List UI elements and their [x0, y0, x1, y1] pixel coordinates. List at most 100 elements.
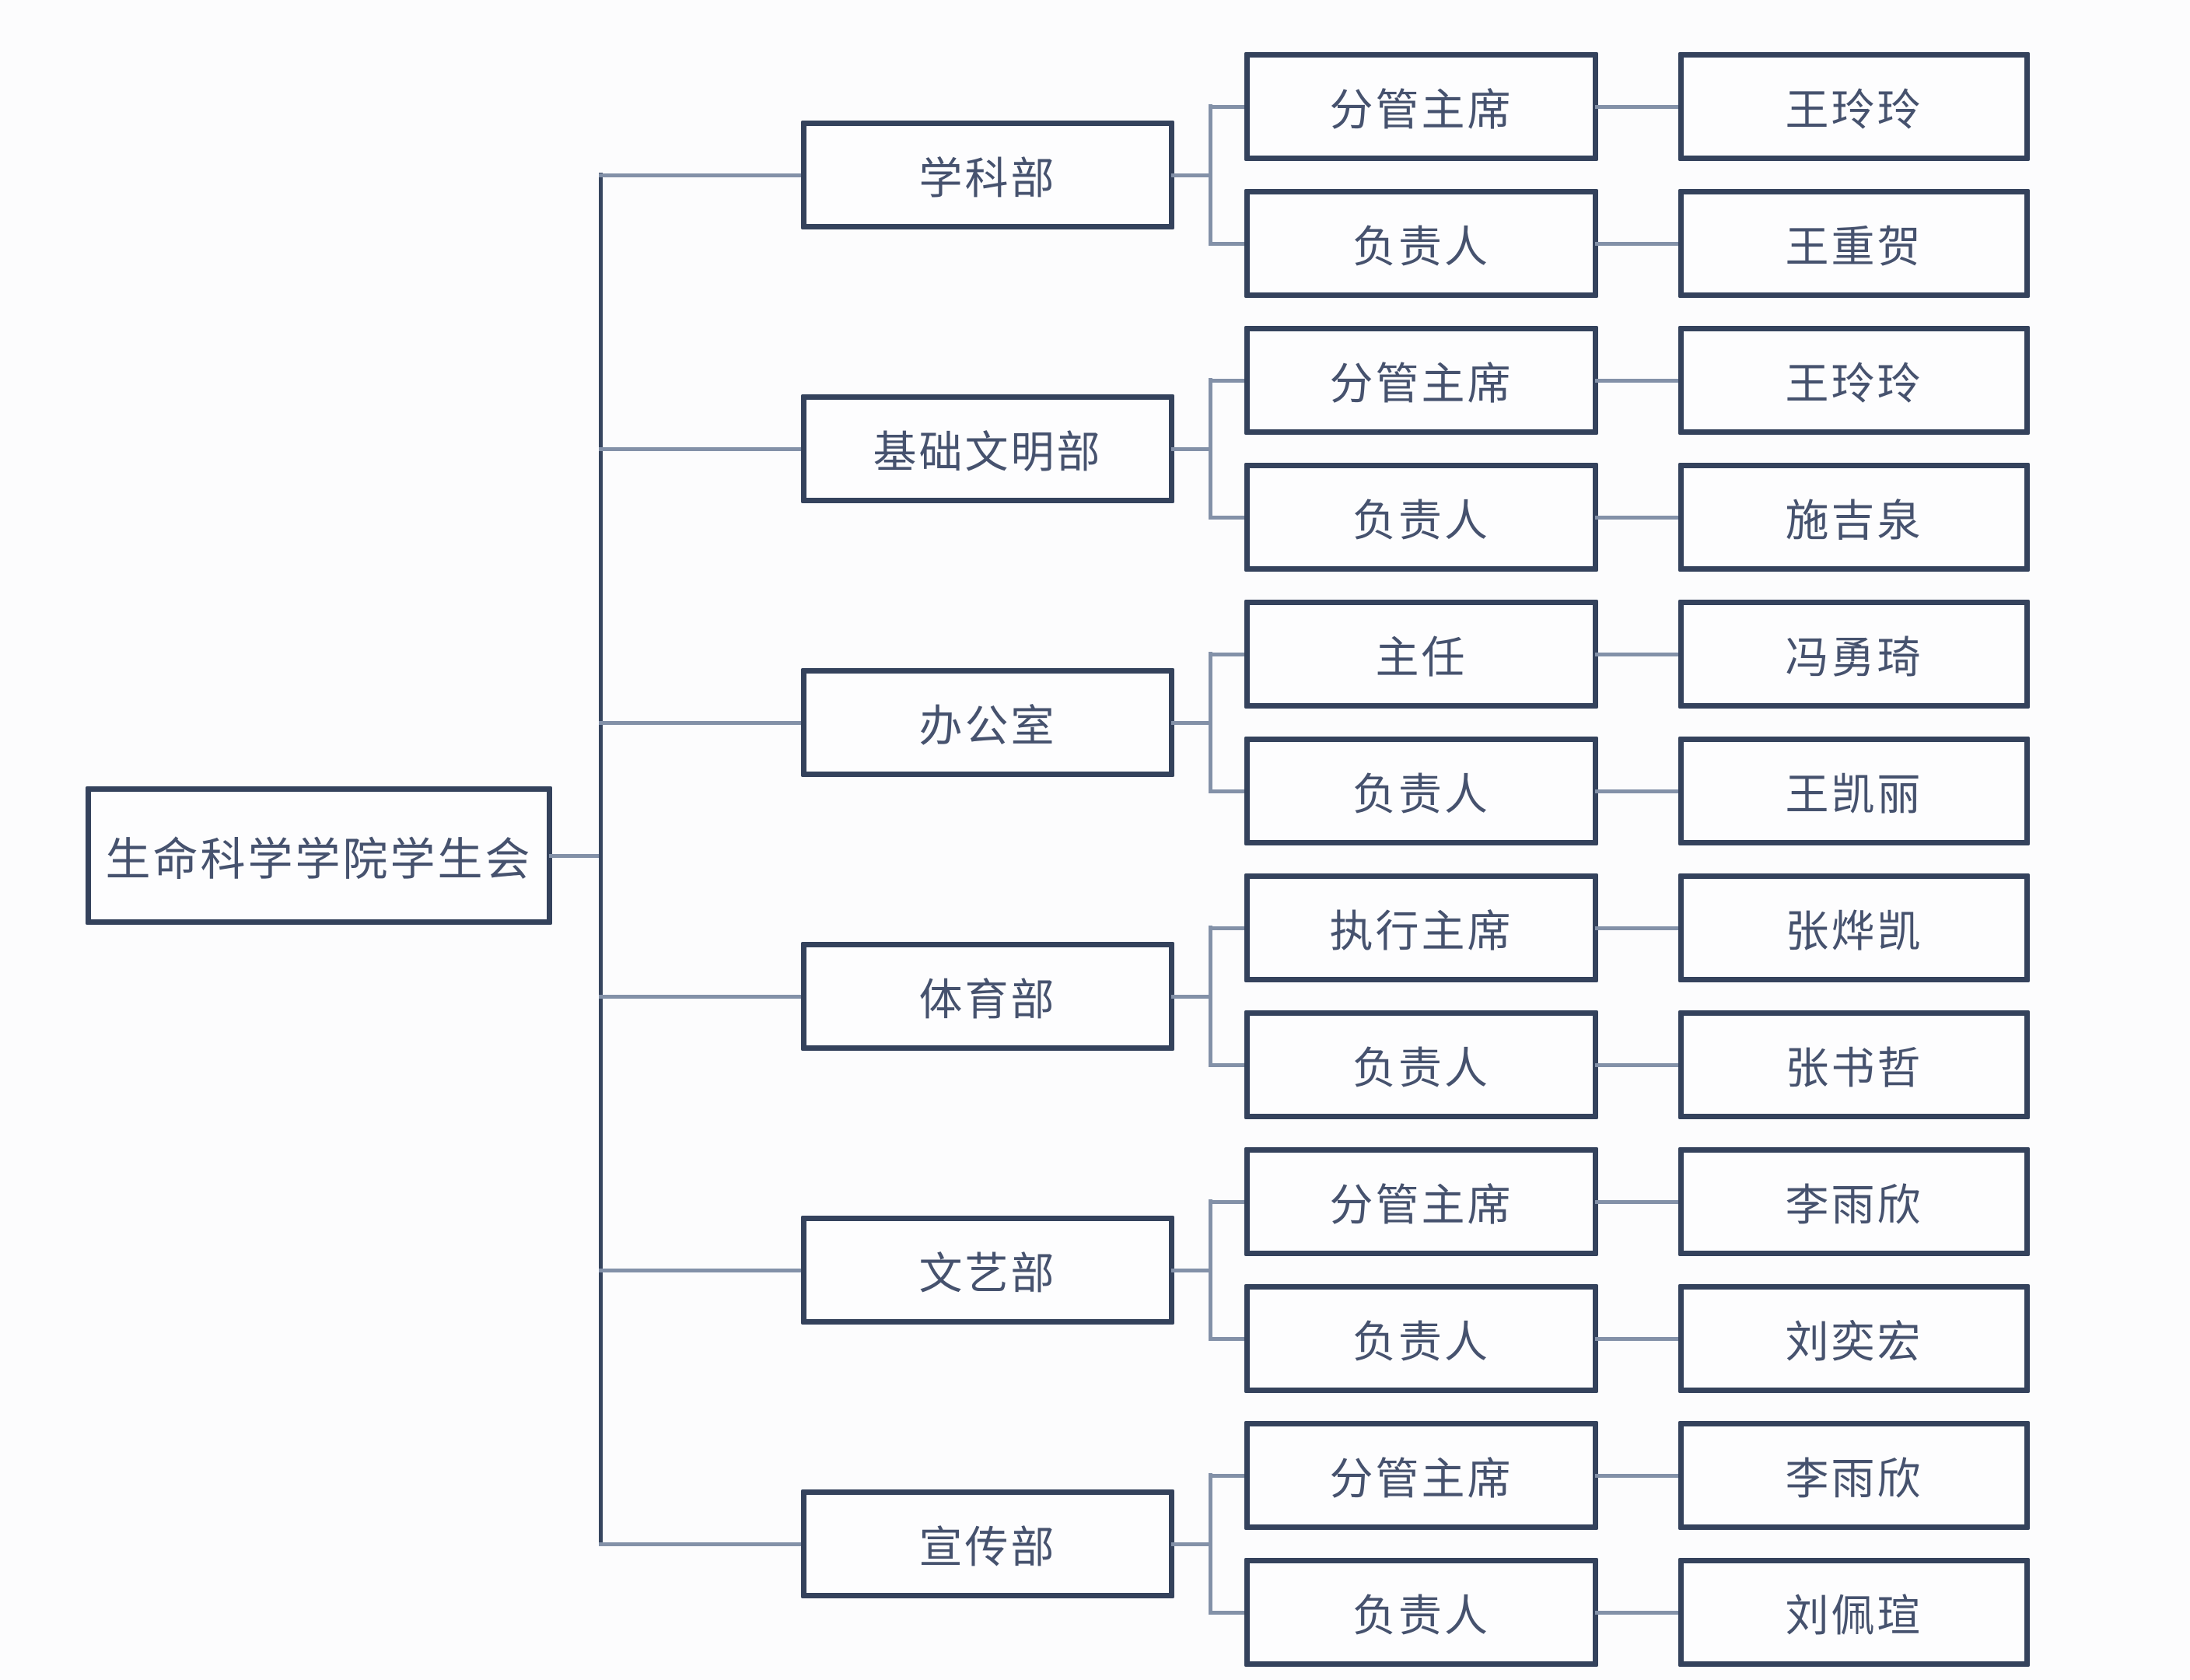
- name-connector-line: [1595, 379, 1680, 383]
- role-label: 执行主席: [1329, 906, 1513, 956]
- bracket-line: [1209, 1473, 1212, 1615]
- name-connector-line: [1595, 653, 1680, 656]
- department-connector-line: [599, 721, 803, 725]
- department-label: 宣传部: [918, 1522, 1057, 1572]
- department-box: 体育部: [801, 942, 1174, 1051]
- role-label: 分管主席: [1329, 1180, 1513, 1230]
- role-box: 负责人: [1244, 737, 1598, 845]
- name-box: 张书哲: [1678, 1010, 2030, 1119]
- department-connector-line: [599, 1542, 803, 1546]
- name-connector-line: [1595, 1611, 1680, 1615]
- name-connector-line: [1595, 516, 1680, 520]
- name-box: 王重贺: [1678, 189, 2030, 298]
- bracket-line: [1209, 1199, 1212, 1341]
- spine-line: [599, 173, 603, 1546]
- name-box: 王玲玲: [1678, 326, 2030, 435]
- bracket-role-line: [1209, 516, 1246, 520]
- name-label: 施吉泉: [1785, 495, 1923, 545]
- department-box: 文艺部: [801, 1216, 1174, 1325]
- name-label: 刘奕宏: [1785, 1317, 1923, 1367]
- role-box: 负责人: [1244, 1010, 1598, 1119]
- name-label: 李雨欣: [1785, 1454, 1923, 1503]
- bracket-role-line: [1209, 242, 1246, 246]
- department-connector-line: [599, 1269, 803, 1272]
- name-box: 王玲玲: [1678, 52, 2030, 161]
- department-label: 体育部: [918, 975, 1057, 1024]
- bracket-role-line: [1209, 1611, 1246, 1615]
- name-connector-line: [1595, 1063, 1680, 1067]
- name-box: 施吉泉: [1678, 463, 2030, 572]
- name-box: 李雨欣: [1678, 1147, 2030, 1256]
- name-connector-line: [1595, 105, 1680, 109]
- bracket-stub-line: [1171, 173, 1212, 177]
- role-label: 负责人: [1352, 769, 1490, 819]
- bracket-role-line: [1209, 653, 1246, 656]
- name-label: 张书哲: [1785, 1043, 1923, 1093]
- name-box: 冯勇琦: [1678, 600, 2030, 709]
- role-box: 执行主席: [1244, 873, 1598, 982]
- bracket-role-line: [1209, 379, 1246, 383]
- root-connector-line: [549, 854, 602, 858]
- bracket-role-line: [1209, 926, 1246, 930]
- department-connector-line: [599, 995, 803, 999]
- bracket-role-line: [1209, 1063, 1246, 1067]
- name-box: 李雨欣: [1678, 1421, 2030, 1530]
- name-label: 王玲玲: [1785, 85, 1923, 135]
- name-label: 王玲玲: [1785, 359, 1923, 408]
- name-label: 王凯丽: [1785, 769, 1923, 819]
- bracket-role-line: [1209, 789, 1246, 793]
- name-label: 刘佩瑄: [1785, 1591, 1923, 1640]
- role-label: 负责人: [1352, 222, 1490, 271]
- name-box: 刘奕宏: [1678, 1284, 2030, 1393]
- name-box: 张烨凯: [1678, 873, 2030, 982]
- name-box: 刘佩瑄: [1678, 1558, 2030, 1667]
- role-label: 分管主席: [1329, 359, 1513, 408]
- department-label: 办公室: [918, 701, 1057, 751]
- bracket-stub-line: [1171, 995, 1212, 999]
- role-box: 分管主席: [1244, 52, 1598, 161]
- bracket-stub-line: [1171, 447, 1212, 451]
- bracket-role-line: [1209, 1474, 1246, 1478]
- role-box: 负责人: [1244, 1558, 1598, 1667]
- department-label: 文艺部: [918, 1248, 1057, 1298]
- name-connector-line: [1595, 926, 1680, 930]
- department-box: 办公室: [801, 668, 1174, 777]
- role-box: 分管主席: [1244, 1421, 1598, 1530]
- role-label: 负责人: [1352, 1317, 1490, 1367]
- role-label: 主任: [1375, 632, 1468, 682]
- role-box: 分管主席: [1244, 1147, 1598, 1256]
- name-label: 冯勇琦: [1785, 632, 1923, 682]
- role-label: 分管主席: [1329, 85, 1513, 135]
- role-label: 分管主席: [1329, 1454, 1513, 1503]
- name-connector-line: [1595, 1337, 1680, 1341]
- bracket-line: [1209, 926, 1212, 1067]
- department-box: 宣传部: [801, 1489, 1174, 1598]
- name-label: 张烨凯: [1785, 906, 1923, 956]
- department-label: 基础文明部: [873, 427, 1103, 477]
- role-box: 分管主席: [1244, 326, 1598, 435]
- bracket-line: [1209, 104, 1212, 246]
- department-box: 基础文明部: [801, 394, 1174, 503]
- role-box: 主任: [1244, 600, 1598, 709]
- bracket-stub-line: [1171, 1269, 1212, 1272]
- department-connector-line: [599, 173, 803, 177]
- bracket-role-line: [1209, 105, 1246, 109]
- role-box: 负责人: [1244, 189, 1598, 298]
- bracket-stub-line: [1171, 721, 1212, 725]
- department-label: 学科部: [918, 153, 1057, 203]
- bracket-role-line: [1209, 1200, 1246, 1204]
- name-connector-line: [1595, 1474, 1680, 1478]
- name-label: 李雨欣: [1785, 1180, 1923, 1230]
- name-box: 王凯丽: [1678, 737, 2030, 845]
- bracket-line: [1209, 652, 1212, 793]
- role-box: 负责人: [1244, 463, 1598, 572]
- department-box: 学科部: [801, 121, 1174, 229]
- role-label: 负责人: [1352, 1591, 1490, 1640]
- role-label: 负责人: [1352, 1043, 1490, 1093]
- bracket-line: [1209, 378, 1212, 520]
- name-connector-line: [1595, 1200, 1680, 1204]
- department-connector-line: [599, 447, 803, 451]
- root-box: 生命科学学院学生会: [86, 786, 552, 925]
- root-label: 生命科学学院学生会: [105, 835, 533, 885]
